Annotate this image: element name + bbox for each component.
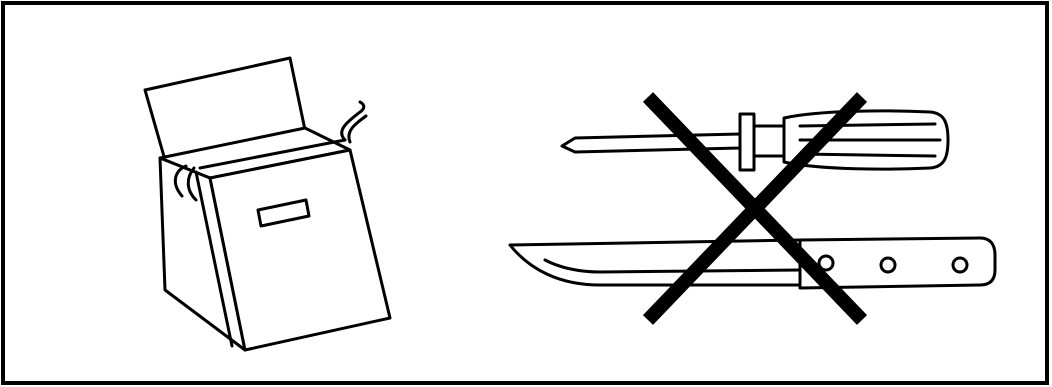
open-cardboard-box-icon <box>143 56 392 352</box>
screwdriver-icon <box>560 109 950 172</box>
cross-out-icon <box>642 92 868 325</box>
knife-icon <box>508 236 997 290</box>
